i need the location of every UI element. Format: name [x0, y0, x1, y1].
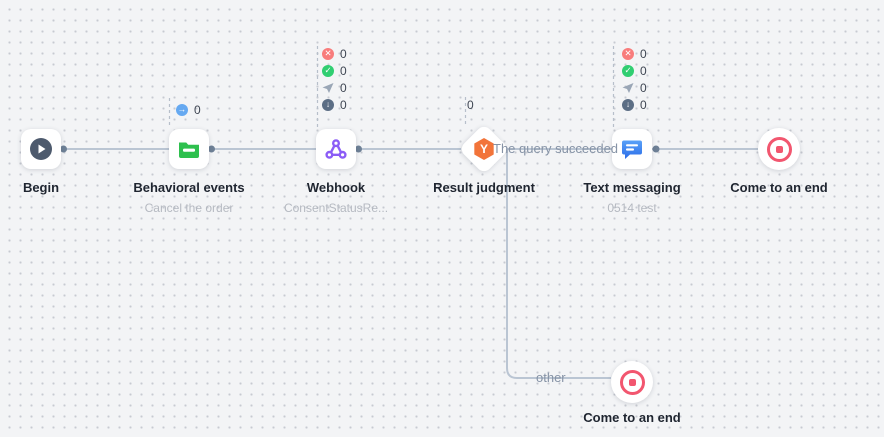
play-icon	[30, 138, 52, 160]
node-result-judgment-label: Result judgment	[433, 180, 535, 195]
node-text-messaging-sublabel: 0514 test	[607, 201, 657, 215]
send-icon	[322, 82, 334, 93]
fail-icon: ✕	[622, 47, 634, 60]
dashed-leader-lines	[168, 46, 615, 127]
judgment-badge-count: 0	[467, 98, 474, 112]
success-icon: ✓	[622, 64, 634, 77]
download-icon: ↓	[322, 98, 334, 111]
text-messaging-stats: ✕ 0 ✓ 0 0 ↓ 0	[622, 45, 647, 113]
end-target-icon	[766, 136, 792, 162]
node-end-top-label: Come to an end	[730, 180, 828, 195]
behavioral-events-badge: → 0	[176, 101, 201, 118]
node-end-bottom-label: Come to an end	[583, 410, 681, 425]
chat-bubble-icon	[622, 140, 642, 159]
judgment-icon: Y	[474, 138, 494, 160]
stat-count: 0	[340, 46, 347, 61]
node-webhook[interactable]	[316, 129, 356, 169]
end-target-icon	[619, 369, 645, 395]
badge-count: 0	[194, 102, 201, 117]
node-behavioral-events[interactable]	[169, 129, 209, 169]
stat-count: 0	[640, 46, 647, 61]
stat-count: 0	[340, 97, 347, 112]
edge-label-success: The query succeeded	[493, 141, 619, 156]
webhook-icon	[325, 139, 347, 159]
fail-icon: ✕	[322, 47, 334, 60]
stat-count: 0	[640, 80, 647, 95]
success-icon: ✓	[322, 64, 334, 77]
download-icon: ↓	[622, 98, 634, 111]
node-text-messaging-label: Text messaging	[583, 180, 681, 195]
node-webhook-label: Webhook	[306, 180, 366, 195]
stat-count: 0	[640, 63, 647, 78]
folder-icon	[179, 142, 199, 158]
node-text-messaging[interactable]	[612, 129, 652, 169]
node-end-top[interactable]	[758, 128, 800, 170]
webhook-stats: ✕ 0 ✓ 0 0 ↓ 0	[322, 45, 347, 113]
stat-count: 0	[640, 97, 647, 112]
stat-count: 0	[340, 80, 347, 95]
node-begin-label: Begin	[22, 180, 60, 195]
stat-count: 0	[340, 63, 347, 78]
node-end-bottom[interactable]	[611, 361, 653, 403]
node-behavioral-events-sublabel: Cancel the order	[144, 201, 234, 215]
node-begin[interactable]	[21, 129, 61, 169]
node-behavioral-events-label: Behavioral events	[133, 180, 245, 195]
send-icon	[622, 82, 634, 93]
node-webhook-sublabel: ConsentStatusRe...	[283, 201, 389, 215]
enter-arrow-icon: →	[176, 103, 188, 116]
edge-label-other: other	[536, 370, 566, 385]
